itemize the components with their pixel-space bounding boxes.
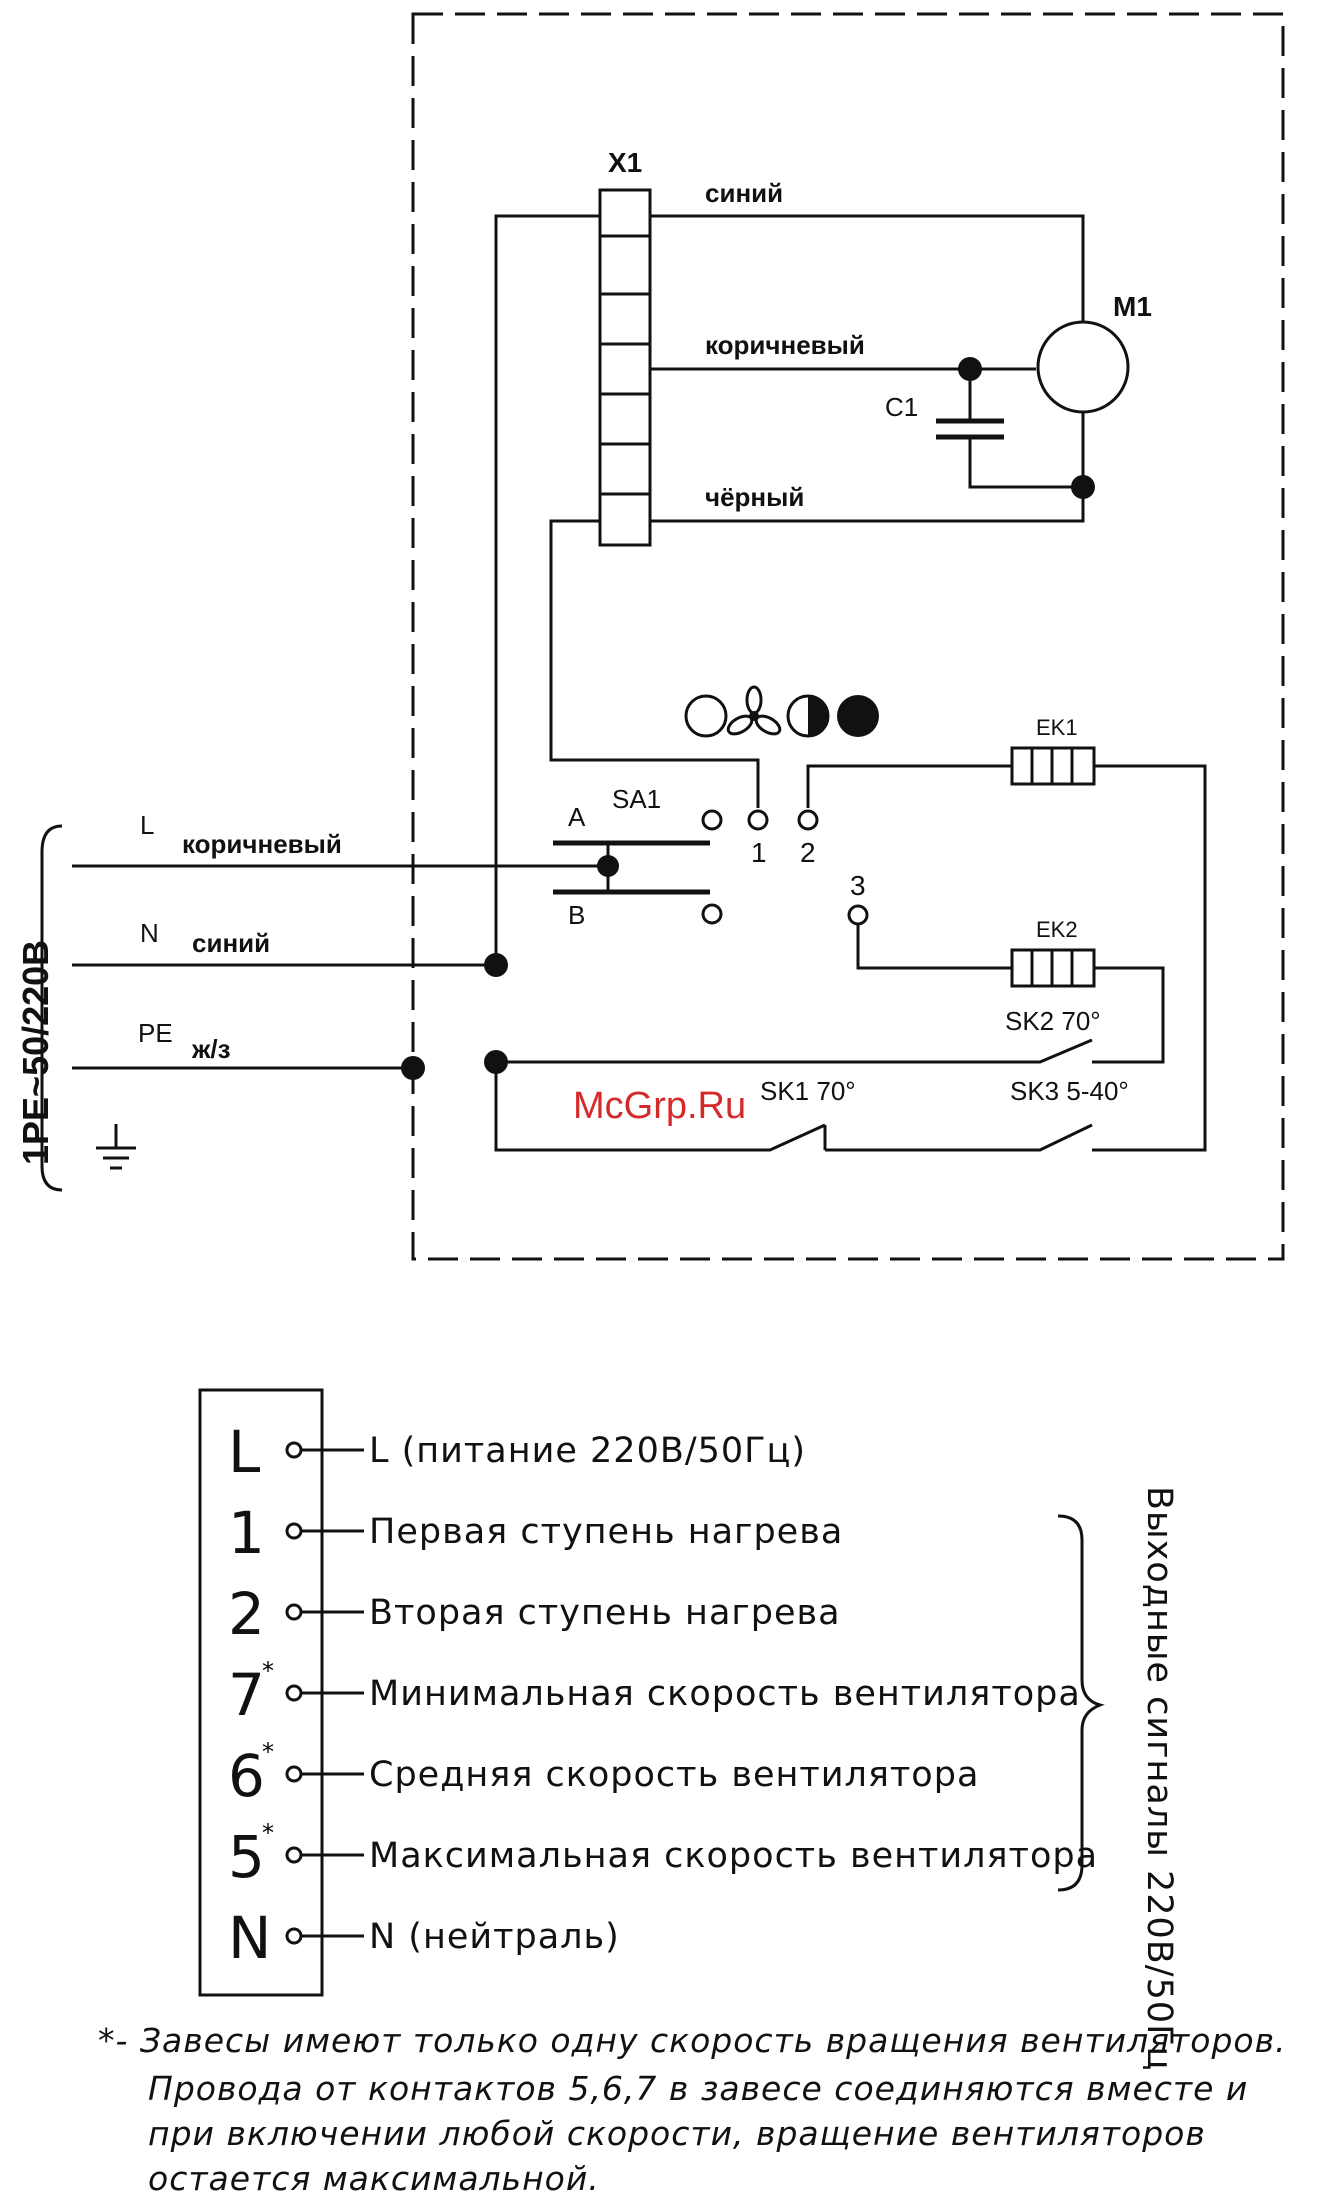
terminal-label: 6 [228, 1742, 265, 1810]
terminal-row: N N (нейтраль) [228, 1904, 620, 1972]
line-n-label: N [140, 918, 159, 948]
heater-ek2 [1010, 948, 1096, 988]
terminal-asterisk: * [262, 1738, 274, 1766]
heater-ek1-label: EK1 [1036, 715, 1078, 740]
footnote-line: Провода от контактов 5,6,7 в завесе соед… [148, 2069, 1248, 2108]
junction-dot [401, 1056, 425, 1080]
position-1-contact [747, 809, 769, 831]
position-2-label: 2 [800, 837, 816, 868]
terminal-description: N (нейтраль) [369, 1917, 620, 1957]
line-l-color: коричневый [182, 829, 342, 859]
enclosure-boundary [411, 12, 1285, 1261]
capacitor-c1 [936, 369, 1083, 489]
terminal-row: 5* Максимальная скорость вентилятора [228, 1819, 1098, 1891]
wire-black [650, 412, 1085, 523]
motor-label: M1 [1113, 291, 1152, 322]
terminal-label: 2 [228, 1580, 265, 1648]
ground-icon [96, 1124, 136, 1170]
switch-contact-open [701, 903, 723, 925]
terminal-contact [285, 1441, 303, 1459]
footnote-line: остается максимальной. [148, 2159, 600, 2198]
outputs-label: Выходные сигналы 220В/50Гц [1139, 1486, 1179, 2071]
wire-blue-label: синий [705, 178, 783, 208]
terminal-description: Первая ступень нагрева [369, 1512, 843, 1552]
wire-ek1-return [1092, 764, 1207, 1152]
terminal-label: L [228, 1418, 260, 1486]
junction-dot [484, 1050, 508, 1074]
terminal-contact [285, 1603, 303, 1621]
wire-blue-motor [650, 214, 1085, 322]
terminal-row: 2 Вторая ступень нагрева [228, 1580, 841, 1648]
fan-mode-icon [726, 685, 782, 736]
terminal-list: L L (питание 220В/50Гц) 1 Первая ступень на… [228, 1418, 1098, 1972]
position-2-contact [797, 809, 819, 831]
heater-ek2-label: EK2 [1036, 917, 1078, 942]
switch-label: SA1 [612, 784, 661, 814]
supply-bracket [40, 824, 63, 1192]
thermostat-sk3 [825, 1123, 1093, 1152]
terminal-asterisk: * [262, 1819, 274, 1847]
position-3-contact [847, 904, 869, 926]
line-pe-color: ж/з [191, 1034, 231, 1064]
line-n-color: синий [192, 928, 270, 958]
terminal-description: Вторая ступень нагрева [369, 1593, 841, 1633]
watermark: McGrp.Ru [573, 1085, 746, 1127]
wire-ek2-return [1092, 966, 1165, 1064]
terminal-row: L L (питание 220В/50Гц) [228, 1418, 806, 1486]
terminal-asterisk: * [262, 1657, 274, 1685]
switch-contact-a: A [568, 802, 586, 832]
wire-blue [494, 214, 600, 965]
junction-dot [484, 953, 508, 977]
heater-ek1 [1010, 746, 1096, 786]
mode-icons [684, 685, 879, 738]
terminal-label: 7 [228, 1661, 265, 1729]
supply-label: 1PE~50/220В [15, 940, 56, 1165]
position-3-label: 3 [850, 870, 866, 901]
wire-to-ek2 [856, 924, 1012, 970]
switch-contact-open [701, 809, 723, 831]
wire-x1-to-switch [549, 519, 760, 808]
thermostat-sk1-label: SK1 70° [760, 1076, 856, 1106]
thermostat-sk2 [496, 1038, 1093, 1064]
terminal-row: 7* Минимальная скорость вентилятора [228, 1657, 1081, 1729]
terminal-block-label: X1 [608, 147, 642, 178]
terminal-description: Средняя скорость вентилятора [369, 1755, 979, 1795]
terminal-contact [285, 1927, 303, 1945]
motor-m1 [1036, 320, 1130, 414]
terminal-contact [285, 1522, 303, 1540]
terminal-row: 6* Средняя скорость вентилятора [228, 1738, 979, 1810]
thermostat-sk3-label: SK3 5-40° [1010, 1076, 1129, 1106]
terminal-description: Минимальная скорость вентилятора [369, 1674, 1081, 1714]
footnote: *- Завесы имеют только одну скорость вра… [98, 2021, 1287, 2198]
terminal-label: N [228, 1904, 271, 1972]
wire-black-label: чёрный [705, 482, 804, 512]
outputs-brace [1057, 1514, 1105, 1892]
position-1-label: 1 [751, 837, 767, 868]
terminal-label: 1 [228, 1499, 265, 1567]
off-mode-icon [684, 694, 728, 738]
terminal-contact [285, 1846, 303, 1864]
terminal-block-x1 [598, 188, 652, 547]
terminal-label: 5 [228, 1823, 265, 1891]
half-heat-mode-icon [786, 694, 830, 738]
terminal-contact [285, 1765, 303, 1783]
wire-brown-label: коричневый [705, 330, 865, 360]
terminal-description: Максимальная скорость вентилятора [369, 1836, 1098, 1876]
footnote-line: при включении любой скорости, вращение в… [148, 2114, 1206, 2153]
junction-dot [1071, 475, 1095, 499]
thermostat-sk1 [494, 1062, 826, 1152]
terminal-contact [285, 1684, 303, 1702]
line-l-label: L [140, 810, 154, 840]
terminal-description: L (питание 220В/50Гц) [369, 1431, 806, 1471]
line-pe-label: PE [138, 1018, 173, 1048]
terminal-row: 1 Первая ступень нагрева [228, 1499, 843, 1567]
footnote-line: *- Завесы имеют только одну скорость вра… [98, 2021, 1287, 2060]
full-heat-mode-icon [837, 695, 879, 737]
thermostat-sk2-label: SK2 70° [1005, 1006, 1101, 1036]
capacitor-label: C1 [885, 392, 918, 422]
switch-contact-b: B [568, 900, 585, 930]
wire-to-ek1 [806, 764, 1012, 808]
